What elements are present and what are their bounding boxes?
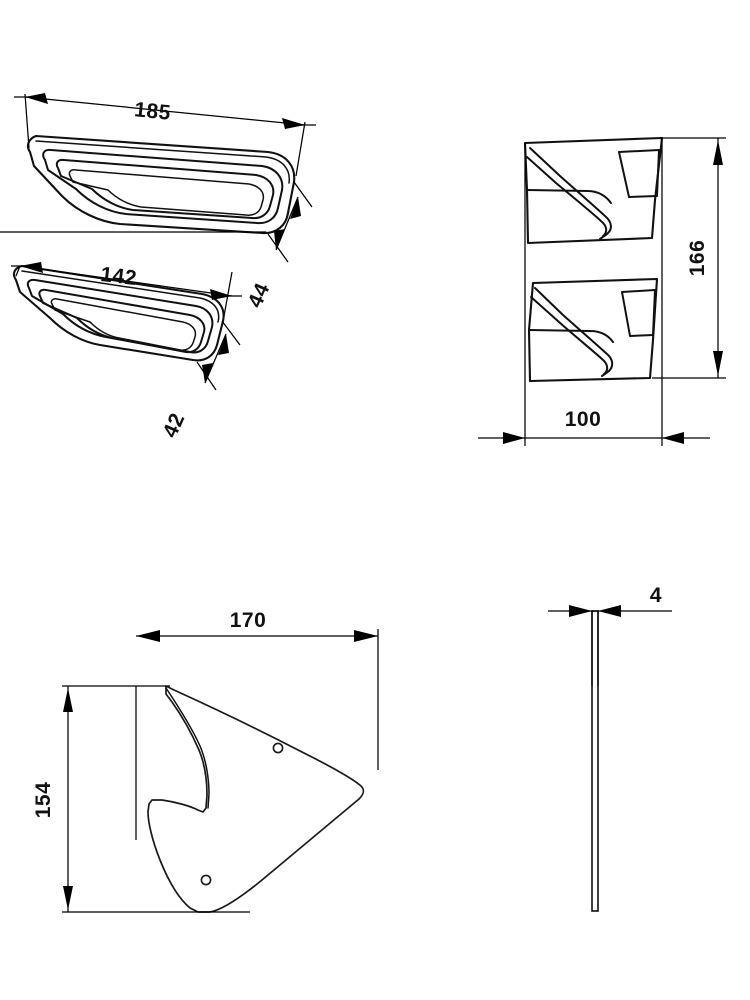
arrowhead-154-top	[63, 688, 73, 712]
arrowhead-170-right	[354, 630, 378, 642]
dim-line-142	[19, 265, 233, 297]
small-scoop-body	[12, 264, 225, 362]
dimension-label-154: 154	[32, 782, 55, 819]
arrowhead-42-bottom	[202, 363, 213, 383]
ext-line-44-bottom	[267, 233, 289, 263]
mounting-hole-lower	[200, 874, 212, 886]
small-scoop-recess-inner	[50, 298, 197, 351]
dim-line-42	[204, 333, 227, 384]
arrowhead-166-bottom	[713, 351, 723, 376]
arrowhead-4-right	[598, 605, 621, 617]
large-scoop-body	[26, 134, 296, 235]
large-scoop-recess-mid	[55, 158, 275, 220]
front-lower-fold-a	[534, 287, 614, 377]
arrowhead-166-top	[713, 140, 723, 165]
dimension-label-166: 166	[686, 240, 709, 277]
ext-line-44-top	[293, 181, 313, 208]
large-scoop-top-edge	[35, 140, 290, 184]
view-edge-thickness: 4	[548, 584, 672, 912]
front-lower-ledge	[528, 329, 614, 343]
front-upper-fold-a	[529, 147, 612, 240]
arrowhead-4-left	[569, 605, 592, 617]
arrowhead-44-top	[290, 197, 301, 219]
arrowhead-100-left	[503, 432, 525, 444]
front-lower-side-face	[621, 289, 656, 337]
arrowhead-100-right	[662, 432, 684, 444]
ext-line-185-left	[24, 93, 30, 149]
view-small-scoop: 142 42	[11, 262, 242, 441]
ext-line-142-left	[15, 265, 21, 277]
arrowhead-185-left	[25, 93, 48, 104]
ext-line-185-right	[295, 121, 306, 177]
arrowhead-142-right	[210, 289, 232, 300]
arrowhead-154-bottom	[63, 886, 73, 910]
arrowhead-185-right	[282, 118, 305, 129]
front-upper-ledge	[526, 189, 612, 204]
arrowhead-170-left	[136, 630, 160, 642]
side-panel-outline	[147, 685, 365, 913]
dimension-label-185: 185	[133, 98, 172, 125]
edge-plate-profile	[591, 610, 599, 912]
dimension-label-142: 142	[99, 263, 138, 290]
view-side-panel-flat: 170 154	[32, 609, 379, 913]
large-scoop-recess-inner	[68, 169, 265, 216]
small-scoop-top-edge	[21, 270, 220, 323]
dimension-label-4: 4	[650, 584, 662, 607]
side-panel-inner-fold	[165, 687, 210, 809]
dimension-label-170: 170	[230, 609, 267, 632]
dim-line-185	[24, 96, 306, 126]
ext-line-42-top	[221, 320, 241, 346]
dimension-label-100: 100	[565, 408, 602, 431]
arrowhead-42-top	[218, 334, 229, 355]
front-upper-side-face	[618, 149, 660, 198]
arrowhead-142-left	[20, 262, 43, 273]
small-scoop-recess-mid	[38, 288, 206, 354]
ext-line-142-right	[223, 271, 233, 317]
view-large-scoop: 185 44	[0, 93, 316, 311]
large-scoop-recess-outer	[42, 148, 284, 225]
mounting-hole-upper	[272, 742, 284, 754]
small-scoop-recess-outer	[26, 278, 214, 354]
arrowhead-44-bottom	[274, 229, 285, 250]
view-front-elevation: 166 100	[478, 136, 726, 446]
